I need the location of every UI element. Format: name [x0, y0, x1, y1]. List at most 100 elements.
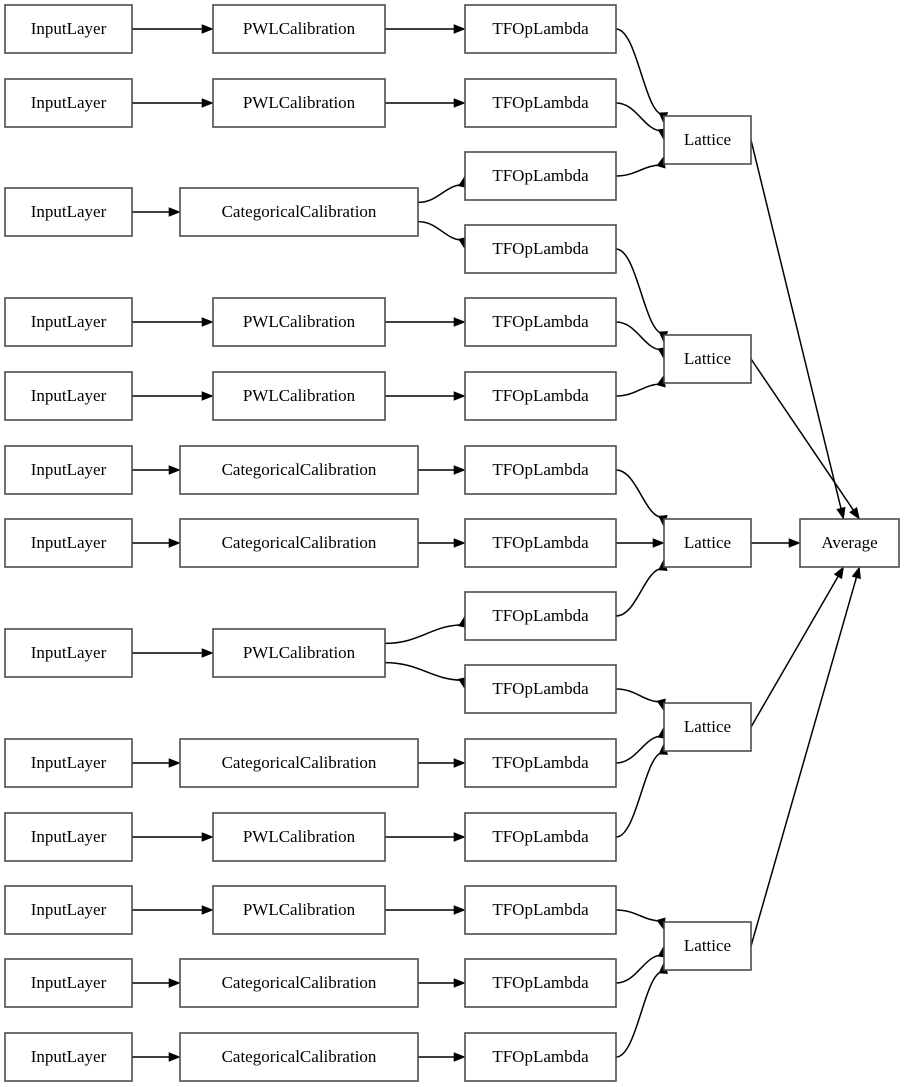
edge-tf9-to-lat3: [615, 567, 664, 617]
arrowhead: [652, 538, 665, 548]
arrowhead: [453, 1052, 466, 1062]
node-box: [4, 445, 133, 495]
node-input-layer-in12: InputLayer: [4, 958, 133, 1008]
arrowhead: [453, 758, 466, 768]
node-box: [4, 885, 133, 935]
node-lattice-lat2: Lattice: [663, 334, 752, 384]
node-input-layer-in4: InputLayer: [4, 297, 133, 347]
edge-cal8-to-tf9: [384, 624, 464, 645]
arrowhead: [168, 207, 181, 217]
node-pwlcalibration-cal2: PWLCalibration: [212, 78, 386, 128]
node-categorical-calibration-cal3: CategoricalCalibration: [179, 187, 419, 237]
node-tfop-lambda-tf9: TFOpLambda: [464, 591, 617, 641]
arrowhead: [453, 465, 466, 475]
edge-lat1-to-avg: [750, 139, 843, 511]
arrowhead: [201, 317, 214, 327]
node-tfop-lambda-tf2: TFOpLambda: [464, 78, 617, 128]
edge-cal8-to-tf10: [384, 661, 464, 681]
arrowhead: [788, 538, 801, 548]
node-box: [464, 738, 617, 788]
edge-tf3-to-lat1: [615, 164, 662, 177]
arrowhead: [453, 832, 466, 842]
arrowhead: [849, 506, 860, 520]
node-box: [4, 738, 133, 788]
node-tfop-lambda-tf12: TFOpLambda: [464, 812, 617, 862]
arrowhead: [453, 24, 466, 34]
node-box: [212, 297, 386, 347]
node-input-layer-in9: InputLayer: [4, 738, 133, 788]
edge-tf11-to-lat4: [615, 735, 663, 764]
edge-tf14-to-lat5: [615, 954, 663, 984]
edge-cal3-to-tf3: [417, 184, 464, 204]
node-box: [464, 297, 617, 347]
node-tfop-lambda-tf15: TFOpLambda: [464, 1032, 617, 1082]
node-categorical-calibration-cal9: CategoricalCalibration: [179, 738, 419, 788]
node-box: [4, 78, 133, 128]
arrowhead: [453, 538, 466, 548]
node-tfop-lambda-tf13: TFOpLambda: [464, 885, 617, 935]
node-lattice-lat5: Lattice: [663, 921, 752, 971]
node-box: [663, 518, 752, 568]
node-box: [4, 297, 133, 347]
node-average-avg: Average: [799, 518, 900, 568]
node-box: [663, 334, 752, 384]
node-box: [4, 812, 133, 862]
edge-tf5-to-lat2: [615, 321, 663, 351]
node-box: [4, 518, 133, 568]
node-box: [179, 187, 419, 237]
node-box: [464, 518, 617, 568]
node-input-layer-in1: InputLayer: [4, 4, 133, 54]
node-box: [663, 115, 752, 165]
node-box: [4, 958, 133, 1008]
arrowhead: [201, 832, 214, 842]
node-categorical-calibration-cal13: CategoricalCalibration: [179, 1032, 419, 1082]
node-box: [464, 812, 617, 862]
node-box: [4, 371, 133, 421]
node-lattice-lat1: Lattice: [663, 115, 752, 165]
node-pwlcalibration-cal4: PWLCalibration: [212, 297, 386, 347]
arrowhead: [168, 1052, 181, 1062]
node-input-layer-in8: InputLayer: [4, 628, 133, 678]
node-box: [464, 885, 617, 935]
node-lattice-lat4: Lattice: [663, 702, 752, 752]
node-box: [464, 958, 617, 1008]
node-pwlcalibration-cal8: PWLCalibration: [212, 628, 386, 678]
edge-tf13-to-lat5: [615, 909, 662, 922]
node-tfop-lambda-tf14: TFOpLambda: [464, 958, 617, 1008]
node-input-layer-in11: InputLayer: [4, 885, 133, 935]
edge-lat5-to-avg: [750, 575, 858, 947]
arrowhead: [201, 648, 214, 658]
node-pwlcalibration-cal10: PWLCalibration: [212, 812, 386, 862]
arrowhead: [201, 391, 214, 401]
edge-tf1-to-lat1: [615, 28, 664, 116]
node-tfop-lambda-tf4: TFOpLambda: [464, 224, 617, 274]
edge-lat4-to-avg: [750, 574, 840, 728]
node-box: [4, 628, 133, 678]
node-box: [464, 591, 617, 641]
node-box: [464, 224, 617, 274]
node-box: [464, 371, 617, 421]
node-box: [464, 445, 617, 495]
edge-tf15-to-lat5: [615, 970, 664, 1058]
edge-tf7-to-lat3: [615, 469, 664, 519]
node-pwlcalibration-cal11: PWLCalibration: [212, 885, 386, 935]
node-box: [4, 1032, 133, 1082]
node-box: [663, 921, 752, 971]
node-box: [799, 518, 900, 568]
node-tfop-lambda-tf10: TFOpLambda: [464, 664, 617, 714]
node-box: [464, 1032, 617, 1082]
node-categorical-calibration-cal12: CategoricalCalibration: [179, 958, 419, 1008]
node-tfop-lambda-tf1: TFOpLambda: [464, 4, 617, 54]
node-categorical-calibration-cal7: CategoricalCalibration: [179, 518, 419, 568]
node-box: [464, 151, 617, 201]
node-box: [179, 445, 419, 495]
node-box: [464, 4, 617, 54]
node-box: [179, 1032, 419, 1082]
arrowhead: [453, 905, 466, 915]
arrowhead: [851, 566, 861, 580]
node-box: [212, 78, 386, 128]
arrowhead: [168, 978, 181, 988]
node-pwlcalibration-cal5: PWLCalibration: [212, 371, 386, 421]
